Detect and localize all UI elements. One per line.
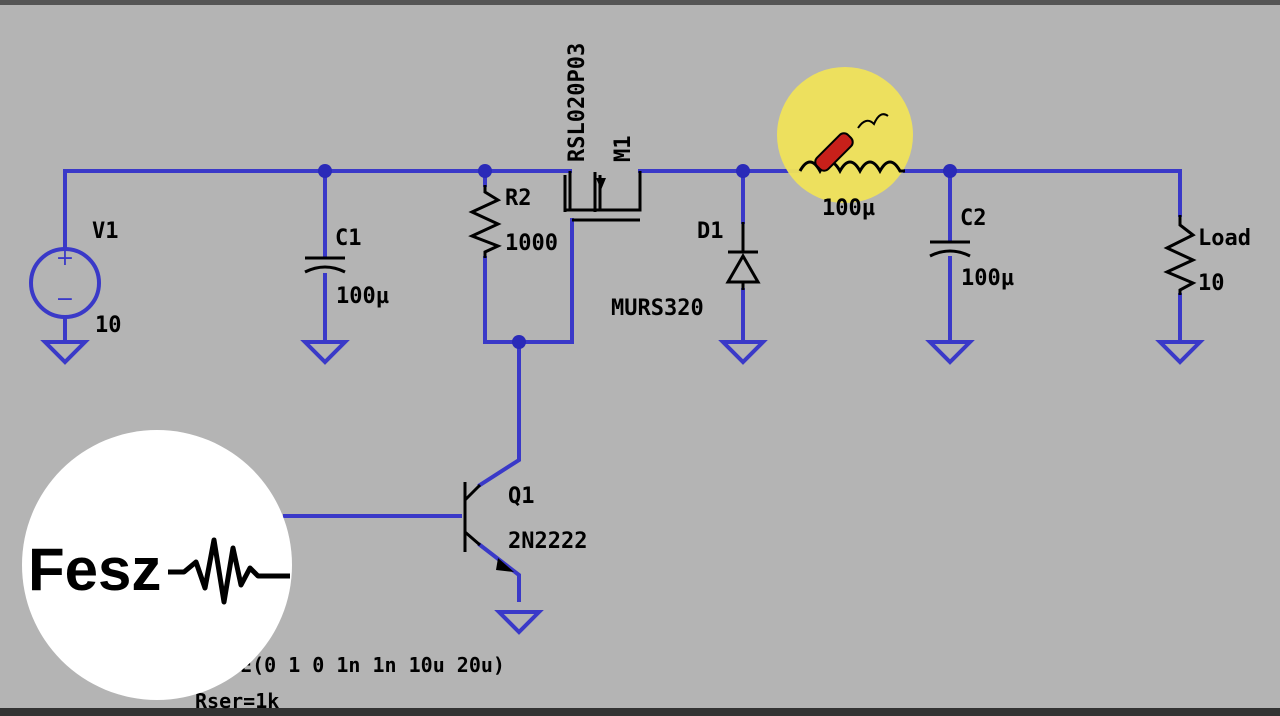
r2-value: 1000 [505, 231, 558, 256]
l1-inductor[interactable]: 100µ [777, 67, 913, 221]
c1-capacitor[interactable]: C1 100µ [304, 226, 389, 309]
fesz-logo: Fesz [22, 430, 292, 700]
bottom-border [0, 708, 1280, 716]
logo-text: Fesz [28, 536, 161, 603]
probe-icon [814, 113, 889, 172]
rser-spec: Rser=1k [195, 689, 279, 713]
c2-label: C2 [960, 206, 987, 231]
r2-label: R2 [505, 186, 532, 211]
q1-transistor[interactable]: Q1 2N2222 [463, 482, 587, 572]
c2-capacitor[interactable]: C2 100µ [929, 206, 1014, 291]
pulse-spec: SE(0 1 0 1n 1n 10u 20u) [228, 653, 505, 677]
m1-label: M1 [611, 136, 636, 163]
m1-model: RSL020P03 [565, 43, 590, 162]
logo-badge [22, 430, 292, 700]
r2-resistor[interactable]: R2 1000 [468, 185, 558, 258]
c1-value: 100µ [336, 284, 389, 309]
load-label: Load [1198, 226, 1251, 251]
q1-label: Q1 [508, 484, 535, 509]
minus-icon: − [56, 287, 74, 312]
m1-mosfet[interactable]: RSL020P03 M1 [563, 43, 642, 222]
l1-value: 100µ [822, 196, 875, 221]
top-border [0, 0, 1280, 5]
c2-value: 100µ [961, 266, 1014, 291]
q1-model: 2N2222 [508, 529, 587, 554]
v1-value: 10 [95, 313, 122, 338]
waveform-icon [168, 537, 290, 605]
d1-diode[interactable]: D1 MURS320 [611, 219, 761, 321]
junction-dots [318, 164, 957, 349]
v1-label: V1 [92, 219, 119, 244]
d1-model: MURS320 [611, 296, 704, 321]
v1-source[interactable]: + − V1 10 [29, 219, 122, 338]
plus-icon: + [56, 246, 74, 271]
load-value: 10 [1198, 271, 1225, 296]
c1-label: C1 [335, 226, 362, 251]
ground-symbols [40, 340, 1205, 635]
d1-label: D1 [697, 219, 724, 244]
load-resistor[interactable]: Load 10 [1163, 215, 1251, 296]
